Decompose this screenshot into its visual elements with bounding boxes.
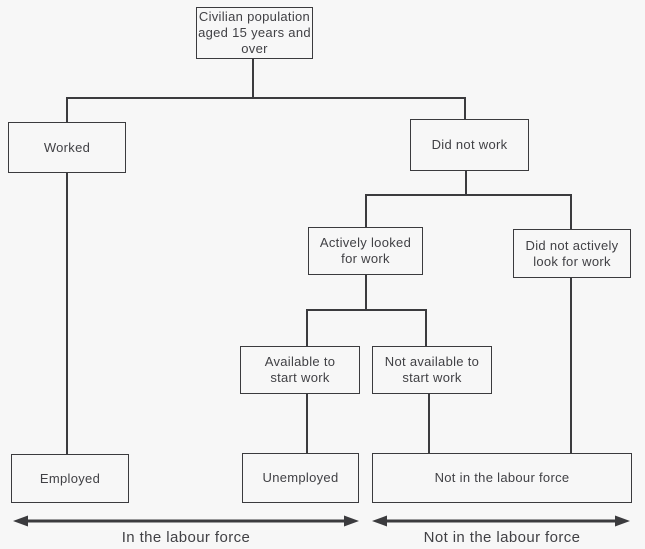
- not-in-labour-force-label: Not in the labour force: [423, 529, 581, 546]
- in-labour-force-label: In the labour force: [121, 529, 251, 546]
- connector-not-available-top: [425, 309, 427, 346]
- connector-did-not-work-down: [465, 171, 467, 196]
- node-unemployed: Unemployed: [242, 453, 359, 503]
- connector-split1-horizontal: [66, 97, 466, 99]
- connector-worked-to-employed: [66, 173, 68, 454]
- labour-force-span-arrows: [13, 515, 630, 527]
- connector-actively-top: [365, 194, 367, 227]
- connector-did-not-actively-top: [570, 194, 572, 229]
- connector-did-not-work-top: [464, 97, 466, 119]
- connector-available-top: [306, 309, 308, 346]
- node-civilian-population: Civilian population aged 15 years and ov…: [196, 7, 313, 59]
- connector-worked-top: [66, 97, 68, 122]
- connector-split3-horizontal: [306, 309, 427, 311]
- node-did-not-work: Did not work: [410, 119, 529, 171]
- connector-root-down: [252, 59, 254, 98]
- connector-not-available-to-nilf: [428, 394, 430, 453]
- not-in-labour-force-arrow: [372, 515, 630, 527]
- node-did-not-actively-look: Did not actively look for work: [513, 229, 631, 278]
- node-available-to-start-work: Available to start work: [240, 346, 360, 394]
- connector-did-not-actively-to-nilf: [570, 278, 572, 453]
- in-labour-force-arrow: [13, 515, 359, 527]
- connector-split2-horizontal: [365, 194, 572, 196]
- node-worked: Worked: [8, 122, 126, 173]
- connector-available-to-unemployed: [306, 394, 308, 453]
- node-employed: Employed: [11, 454, 129, 503]
- node-not-in-labour-force: Not in the labour force: [372, 453, 632, 503]
- node-actively-looked-for-work: Actively looked for work: [308, 227, 423, 275]
- node-not-available-to-start-work: Not available to start work: [372, 346, 492, 394]
- connector-actively-down: [365, 275, 367, 311]
